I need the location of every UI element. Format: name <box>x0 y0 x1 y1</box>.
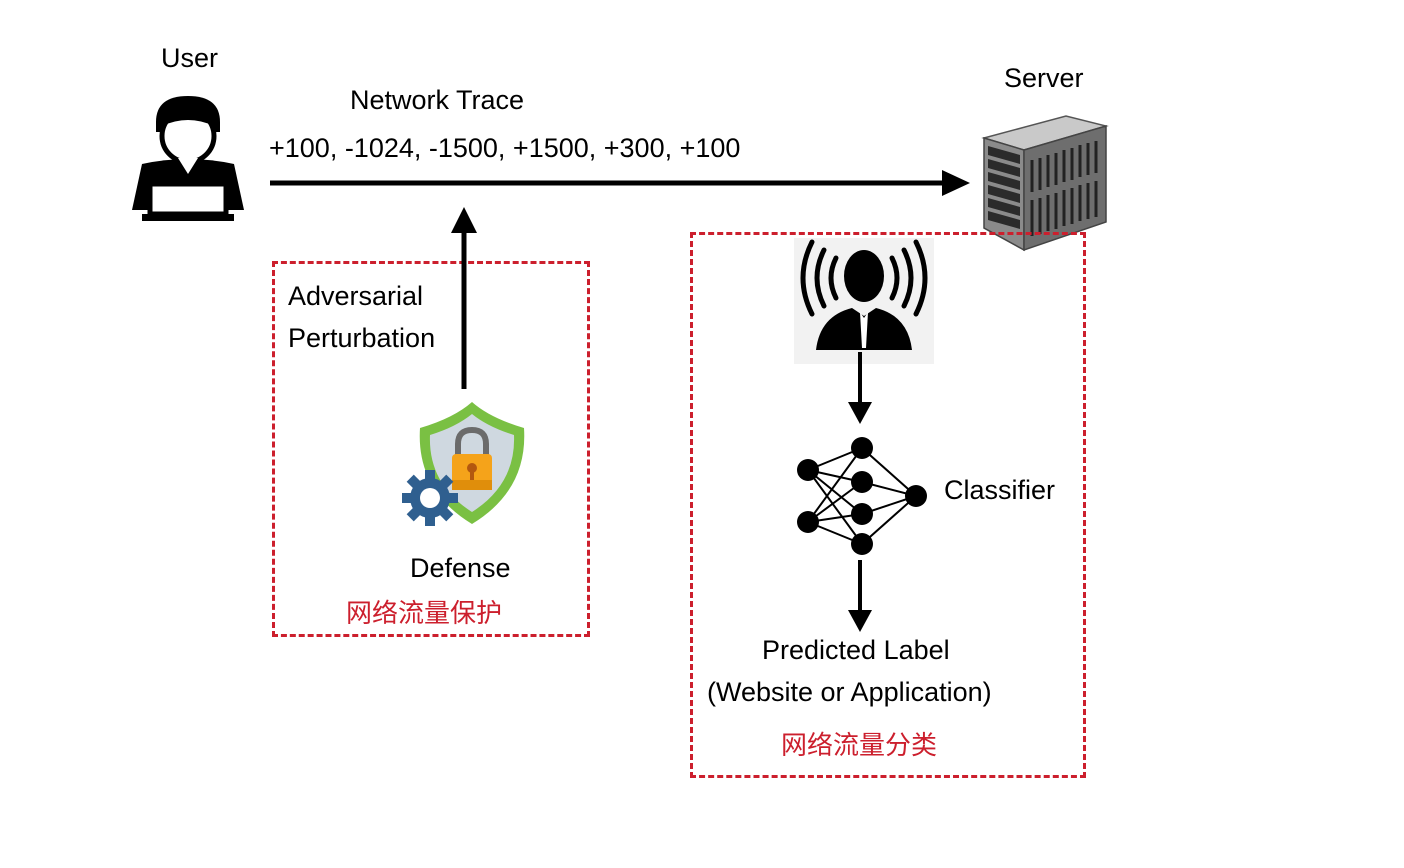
trace-arrow <box>270 170 970 196</box>
arrow-to-classifier <box>848 352 872 424</box>
neural-network-icon <box>797 437 927 555</box>
server-rack-icon <box>981 115 1109 252</box>
predicted-label-line2: (Website or Application) <box>707 677 992 707</box>
perturbation-label-line2: Perturbation <box>288 323 436 353</box>
defense-label: Defense <box>410 553 511 583</box>
trace-title: Network Trace <box>350 85 525 115</box>
user-label: User <box>161 43 219 73</box>
arrow-to-predicted-label <box>848 560 872 632</box>
user-laptop-icon <box>132 96 244 221</box>
classification-caption: 网络流量分类 <box>781 731 938 761</box>
defense-box <box>272 261 590 637</box>
shield-lock-gear-icon <box>402 402 525 526</box>
defense-caption: 网络流量保护 <box>346 599 503 629</box>
classification-box <box>690 232 1086 778</box>
server-label: Server <box>1004 63 1084 93</box>
eavesdropper-icon <box>794 238 934 364</box>
classifier-label: Classifier <box>944 475 1056 505</box>
trace-values: +100, -1024, -1500, +1500, +300, +100 <box>269 133 741 163</box>
predicted-label-line1: Predicted Label <box>762 635 950 665</box>
perturbation-arrow <box>451 207 477 389</box>
perturbation-label-line1: Adversarial <box>288 281 424 311</box>
